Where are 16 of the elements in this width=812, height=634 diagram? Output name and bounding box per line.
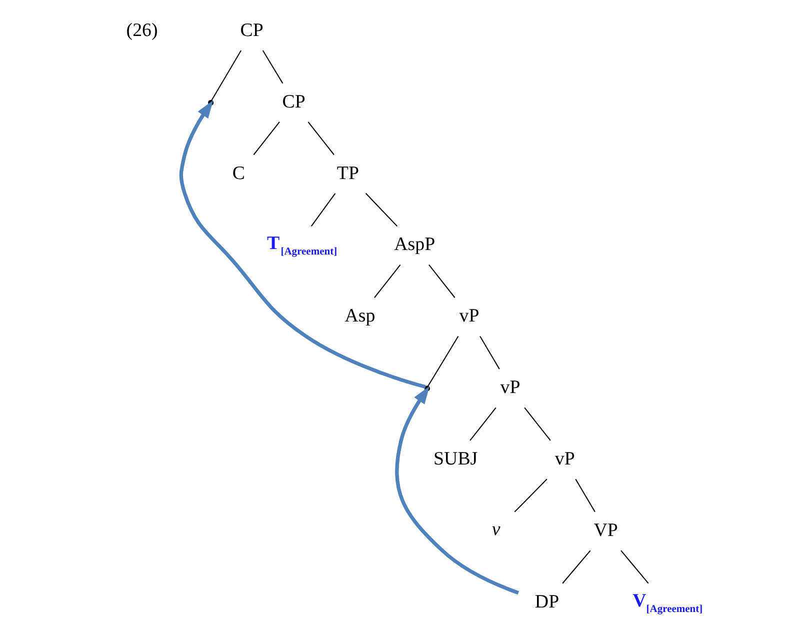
node-text: TP	[336, 162, 358, 184]
node-text: VP	[593, 520, 618, 541]
node-text: Asp	[344, 306, 375, 327]
node-text: C	[232, 162, 244, 184]
node-text: vP	[554, 448, 574, 470]
label: (26)	[126, 20, 158, 41]
node-text: T$_{[Agreement]}$	[266, 233, 337, 258]
node-text: v	[491, 518, 500, 540]
node-text: AspP	[394, 234, 435, 256]
node-text: CP	[282, 91, 305, 112]
node-text: vP	[500, 377, 520, 398]
node-text: V$_{[Agreement]}$	[632, 590, 702, 615]
node-text: DP	[534, 591, 559, 612]
node-text: vP	[458, 306, 479, 327]
node-text: SUBJ	[433, 448, 478, 470]
node-text: CP	[240, 20, 263, 41]
